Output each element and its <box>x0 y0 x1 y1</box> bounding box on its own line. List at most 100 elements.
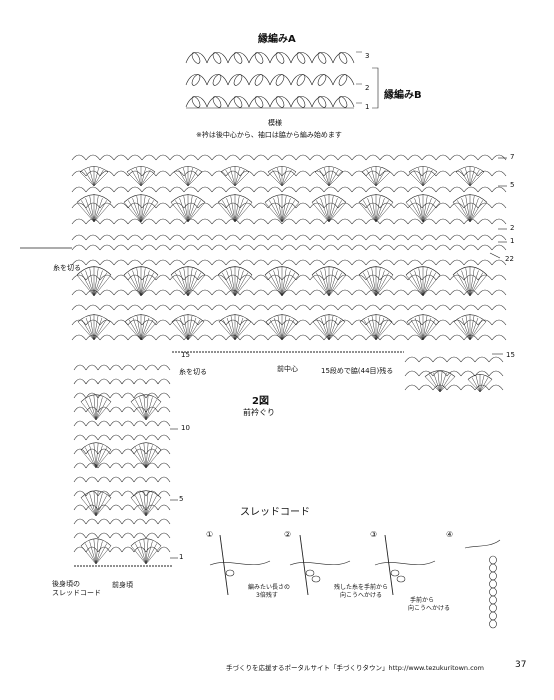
chain-arch <box>85 448 99 455</box>
chain-arch <box>145 364 159 371</box>
figure-number: 2図 <box>252 396 269 407</box>
fan-stitch <box>85 399 97 421</box>
chain-arch <box>253 218 269 225</box>
chain-arch <box>155 289 171 296</box>
chain-arch <box>365 259 381 266</box>
chain-arch <box>157 378 171 385</box>
chain-arch <box>109 406 123 413</box>
chain-arch <box>121 434 135 441</box>
note-3a: 手前から <box>410 597 435 604</box>
fan-stitch <box>140 196 146 223</box>
fan-stitch <box>226 198 236 223</box>
chain-arch <box>197 259 213 266</box>
chain-arch <box>488 356 504 363</box>
chain-arch <box>127 304 143 311</box>
chain-arch <box>157 504 171 511</box>
fan-stitch <box>123 202 142 223</box>
fan-arc <box>361 166 391 173</box>
fan-stitch <box>234 270 244 297</box>
step-1: ① <box>206 530 214 539</box>
chain-arch <box>127 319 143 326</box>
chain-arch <box>109 462 123 469</box>
fan-stitch <box>187 196 193 223</box>
chain-arch <box>309 334 325 341</box>
chain-arch <box>323 319 339 326</box>
fan-stitch <box>179 198 189 223</box>
fan-stitch <box>422 319 436 341</box>
chain-arch <box>267 202 283 209</box>
chain-arch <box>97 434 111 441</box>
fan-stitch <box>80 401 97 421</box>
chain-arch <box>253 170 269 177</box>
fan-stitch <box>183 167 189 187</box>
fan-stitch <box>95 395 99 421</box>
chain-arch <box>211 202 227 209</box>
fan-stitch <box>93 539 97 565</box>
edging-leaf <box>212 52 222 64</box>
fan-arc <box>311 194 347 203</box>
fan-stitch <box>93 196 99 223</box>
fan-stitch <box>139 493 147 517</box>
fan-stitch <box>234 272 248 297</box>
chain-arch <box>183 218 199 225</box>
chain-arch <box>85 304 101 311</box>
chain-arch <box>225 186 241 193</box>
chain-arch <box>365 154 381 161</box>
chain-arch <box>225 274 241 281</box>
chain-arch <box>393 289 409 296</box>
chain-arch <box>109 546 123 553</box>
chain-arch <box>99 234 115 241</box>
chain-arch <box>121 546 135 553</box>
fan-stitch <box>140 270 150 297</box>
fan-stitch <box>439 370 443 393</box>
chain-arch <box>239 186 255 193</box>
chain-arch <box>463 234 479 241</box>
fan-stitch <box>316 200 330 223</box>
chain-arch <box>155 244 171 251</box>
chain-arch <box>197 334 213 341</box>
chain-arch <box>460 384 476 391</box>
chain-arch <box>85 490 99 497</box>
fan-stitch <box>95 497 112 517</box>
chain-arch <box>73 518 87 525</box>
edging-row-2: 2 <box>365 84 370 92</box>
edging-leaf <box>191 52 201 64</box>
chain-arch <box>127 259 143 266</box>
chain-arch <box>197 244 213 251</box>
chain-arch <box>337 334 353 341</box>
fan-arc <box>467 374 493 380</box>
fan-stitch <box>140 317 150 341</box>
fan-stitch <box>328 321 346 341</box>
fan-stitch <box>281 167 287 187</box>
edging-row-3: 3 <box>365 52 370 60</box>
chain-arch <box>477 334 493 341</box>
fan-stitch <box>93 315 99 341</box>
fan-stitch <box>465 167 471 187</box>
fan-stitch <box>89 541 97 565</box>
chain-arch <box>211 218 227 225</box>
chain-arch <box>351 289 367 296</box>
chain-arch <box>109 378 123 385</box>
fan-stitch <box>469 317 479 341</box>
chain-arch <box>97 364 111 371</box>
fan-stitch <box>461 270 471 297</box>
chain-arch <box>197 154 213 161</box>
fan-stitch <box>422 272 436 297</box>
fan-arc <box>358 266 394 276</box>
chain-arch <box>225 154 241 161</box>
fan-stitch <box>371 167 377 187</box>
fan-stitch <box>85 495 97 517</box>
chain-arch <box>253 319 269 326</box>
chain-arch <box>133 420 147 427</box>
footer-text[interactable]: 手づくりを応援するポータルサイト「手づくりタウン」http://www.tezu… <box>226 664 484 672</box>
chain-arch <box>323 186 339 193</box>
chain-arch <box>404 356 420 363</box>
chain-arch <box>141 259 157 266</box>
fan-stitch <box>314 171 330 187</box>
chain-arch <box>169 186 185 193</box>
chain-arch <box>393 186 409 193</box>
chain-arch <box>295 234 311 241</box>
fan-stitch <box>461 198 471 223</box>
chain-arch <box>99 289 115 296</box>
fan-stitch <box>422 202 441 223</box>
